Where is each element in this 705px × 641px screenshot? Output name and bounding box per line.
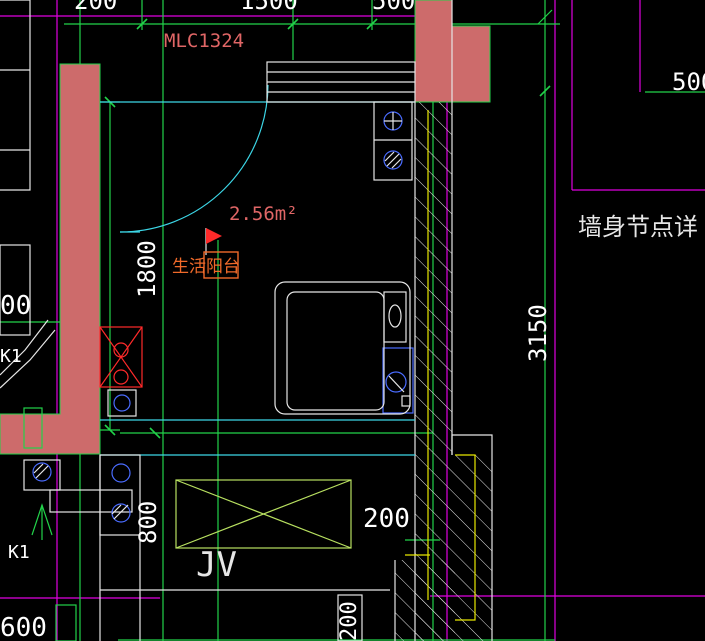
dim-left-partial: 00 [0,291,31,321]
room-name: 生活阳台 [172,257,240,277]
dim-right-upper: 500 [672,68,705,96]
room-name-box [203,251,239,279]
door-swing-arc [119,84,269,233]
tag-k1-lower: K1 [8,542,30,563]
window-mlc1324 [266,61,416,103]
yellow-frame [405,110,476,621]
detail-note: 墙身节点详 [578,213,698,241]
lower-cabinet [175,479,352,549]
left-fixtures [0,0,133,513]
left-socket-box [99,326,143,417]
dim-top-left: 200 [74,0,117,15]
lower-room-lines [55,455,390,641]
k1-arrow-marker [31,503,53,540]
socket-symbol-icon [383,111,403,170]
hatched-walls [395,102,492,641]
lower-sockets [32,454,141,536]
dim-bottom-left: 600 [0,613,47,641]
red-flag-icon [205,228,222,255]
dim-vertical-right: 3150 [524,304,552,362]
room-area: 2.56m² [229,203,298,225]
dim-lower-vertical: 800 [134,501,162,544]
dim-bottom-mid: 200 [337,601,362,641]
window-tag: MLC1324 [164,30,244,52]
tag-k1-upper: K1 [0,346,22,367]
hatch-outlines [394,0,493,641]
dim-top-right: 500 [372,0,415,15]
dim-vertical-room: 1800 [133,240,161,298]
left-wall [0,63,101,455]
dim-top-mid: 1500 [240,0,298,15]
socket-panel [373,101,413,181]
dim-lower-200: 200 [363,504,410,534]
washing-machine-icon [274,281,411,415]
floor-drain-label: JV [196,545,237,585]
